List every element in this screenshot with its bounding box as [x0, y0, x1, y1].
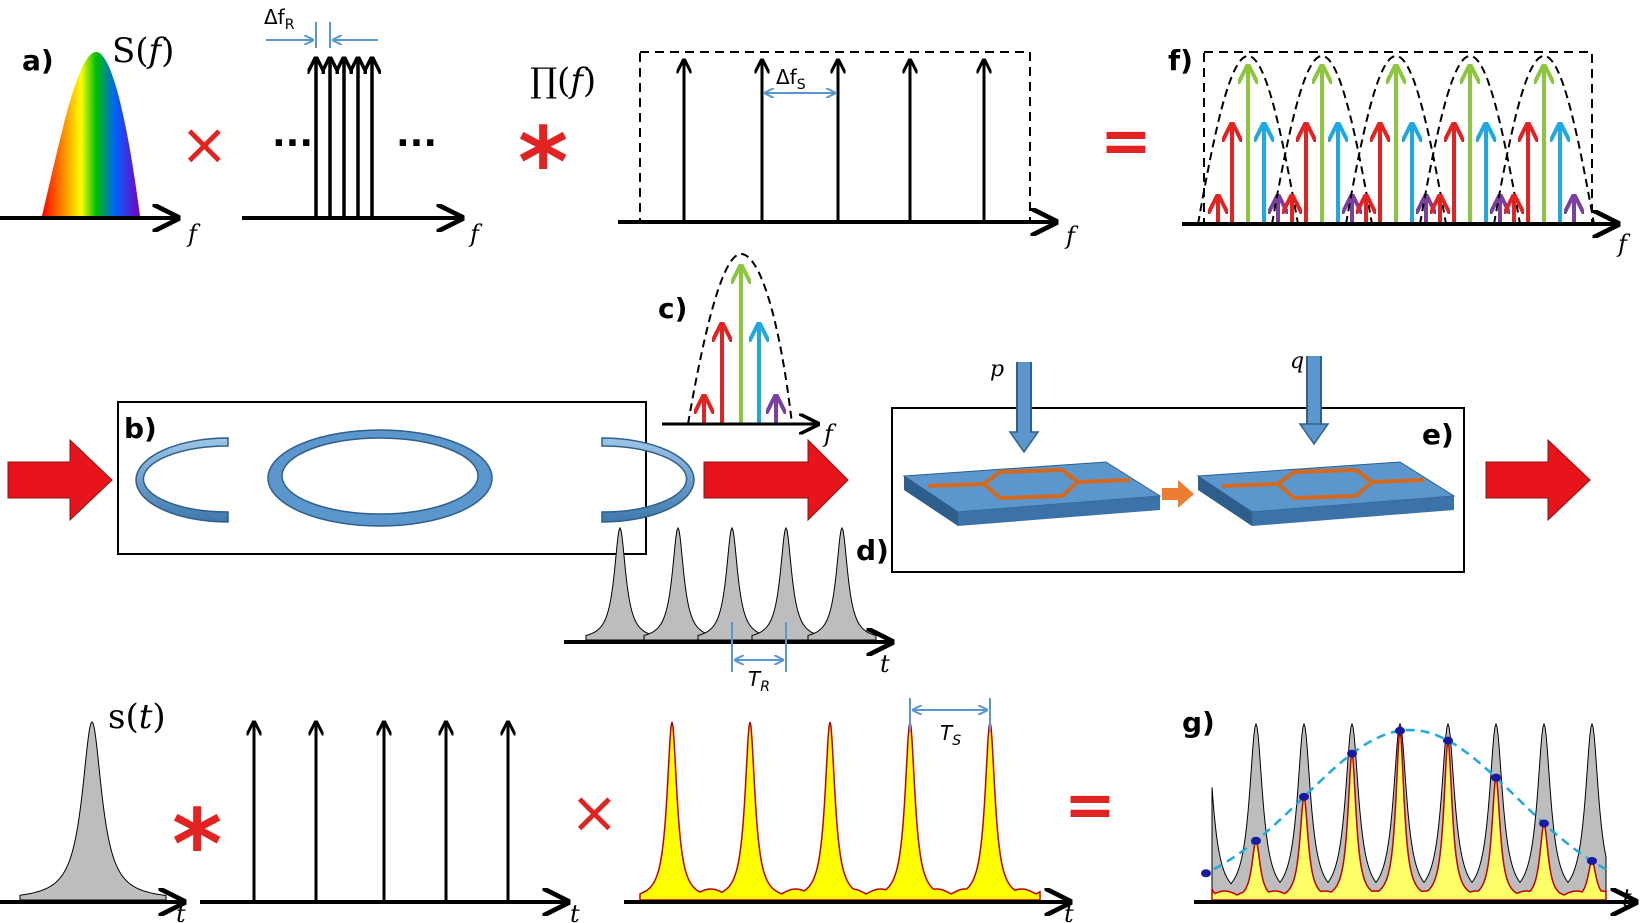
axis-f-f: f [1616, 230, 1631, 258]
result-envelope [1213, 728, 1607, 871]
mid-arrow [703, 438, 849, 522]
panel-e-label: e) [1422, 418, 1454, 451]
input-arrow [7, 438, 113, 522]
sample-point-7 [1491, 773, 1501, 782]
panel-time-domain: s(𝑡) t * t × t TS = [0, 697, 1116, 923]
gating-pulse-train [639, 721, 1041, 901]
axis-f-a: f [186, 220, 201, 248]
panel-d-label: d) [856, 534, 889, 567]
ellipsis-left: ... [272, 114, 313, 155]
window-label: ∏(𝑓) [530, 61, 596, 101]
ellipsis-right: ... [396, 114, 437, 155]
window-function [639, 51, 1031, 223]
multiply-operator-2: × [570, 778, 619, 846]
panel-a: a) S(𝑓) f × ... ... f ΔfR * ∏(𝑓) [0, 5, 1152, 250]
TR-label: TR [748, 667, 770, 695]
equals-operator-1: = [1100, 104, 1152, 177]
panel-e: e) p q [891, 349, 1591, 573]
sample-point-9 [1587, 856, 1597, 865]
bus-waveguide-right [601, 437, 695, 523]
control-q-label: q [1290, 349, 1304, 374]
control-arrow-q-head [1298, 423, 1330, 446]
envelope-f-1 [1197, 54, 1299, 225]
sample-point-2 [1251, 836, 1261, 845]
pulse-label: s(𝑡) [108, 697, 166, 737]
pulse-d-2 [643, 526, 713, 641]
envelope-f-3 [1345, 54, 1447, 225]
TS-marker [909, 698, 991, 732]
bus-waveguide-left [135, 437, 229, 523]
sample-point-3 [1299, 792, 1309, 801]
panel-c: c) f [658, 252, 837, 448]
mzi-chip-2 [1196, 461, 1456, 526]
single-pulse [19, 721, 167, 901]
result-yellow-train [1211, 730, 1607, 901]
envelope-c [687, 252, 793, 425]
envelope-f-5 [1493, 54, 1595, 225]
panel-a-label: a) [22, 44, 54, 77]
axis-t-gate: t [1064, 900, 1074, 923]
sample-point-5 [1395, 726, 1405, 735]
mzi-chip-1 [902, 461, 1162, 526]
rainbow-spectrum [42, 52, 140, 216]
axis-t-s: t [176, 900, 186, 923]
chip-link-arrow [1162, 480, 1194, 508]
panel-d: t d) TR [564, 526, 892, 695]
output-arrow [1485, 438, 1591, 522]
panel-f-label: f) [1168, 44, 1193, 77]
delta-fS-label: ΔfS [776, 65, 806, 93]
axis-f-c: f [822, 420, 837, 448]
axis-f-window: f [1064, 222, 1079, 250]
axis-f-comb: f [468, 220, 483, 248]
sample-point-1 [1201, 869, 1211, 878]
pulse-d-4 [751, 526, 821, 641]
axis-t-d: t [880, 650, 890, 678]
convolve-operator-1: * [518, 107, 568, 219]
convolve-operator-2: * [172, 789, 222, 901]
pulse-d-3 [697, 526, 767, 641]
multiply-operator-1: × [180, 110, 229, 178]
microring-resonator [267, 429, 493, 527]
equals-operator-2: = [1064, 768, 1116, 841]
sample-point-8 [1539, 819, 1549, 828]
control-p-label: p [990, 357, 1004, 382]
panel-f: f) f [1168, 44, 1631, 258]
panel-b-label: b) [124, 412, 157, 445]
pulse-train-d [585, 526, 877, 641]
multi-comb-spectrum [1197, 54, 1595, 225]
axis-t-impulse: t [570, 900, 580, 923]
panel-g-label: g) [1182, 706, 1215, 739]
pulse-d-1 [585, 526, 655, 641]
panel-b: b) [7, 401, 849, 555]
sampling-comb [684, 60, 984, 222]
frequency-comb [316, 58, 372, 218]
spectrum-label: S(𝑓) [112, 31, 174, 71]
delta-fR-label: ΔfR [264, 5, 295, 33]
result-sample-points [1201, 726, 1597, 878]
envelope-f-2 [1271, 54, 1373, 225]
panel-g: g) t [1182, 706, 1636, 912]
microring-box [117, 401, 647, 555]
sample-point-4 [1347, 749, 1357, 758]
TS-label: TS [940, 721, 961, 749]
envelope-f-4 [1419, 54, 1521, 225]
impulse-train [254, 722, 508, 902]
panel-c-label: c) [658, 292, 687, 325]
axis-t-g: t [1622, 884, 1632, 912]
delta-fR-marker [266, 22, 378, 48]
TR-marker [731, 622, 787, 672]
pulse-d-5 [807, 526, 877, 641]
sample-point-6 [1443, 736, 1453, 745]
